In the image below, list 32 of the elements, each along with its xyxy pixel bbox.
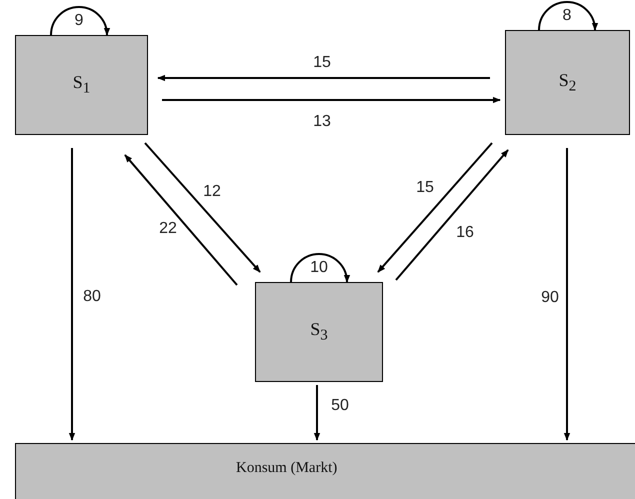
arrow bbox=[290, 253, 350, 283]
edge-label: 10 bbox=[310, 259, 328, 277]
edge-label: 22 bbox=[159, 220, 177, 238]
arrow bbox=[124, 154, 238, 286]
edge-label: 16 bbox=[456, 224, 474, 242]
arrow bbox=[68, 148, 76, 441]
arrow bbox=[314, 385, 320, 441]
edge-label: 12 bbox=[203, 183, 221, 201]
process-box bbox=[15, 443, 635, 499]
arrow bbox=[144, 142, 261, 273]
edge-label: 13 bbox=[313, 113, 331, 131]
edge-label: 90 bbox=[541, 289, 559, 307]
edge-label: 8 bbox=[562, 7, 572, 25]
edge-label: 50 bbox=[331, 397, 349, 415]
node-label: S$_{1}$ bbox=[72, 72, 90, 98]
edge-label: 15 bbox=[313, 54, 331, 72]
node-label: S$_{3}$ bbox=[310, 319, 328, 345]
node-label: S$_{2}$ bbox=[558, 70, 576, 96]
arrow bbox=[395, 149, 509, 281]
arrow bbox=[538, 1, 598, 31]
arrow bbox=[377, 142, 493, 273]
process-box bbox=[15, 35, 148, 135]
arrow bbox=[50, 6, 110, 36]
process-box bbox=[505, 30, 630, 135]
edge-label: 9 bbox=[74, 12, 84, 30]
node-label: Konsum (Markt) bbox=[236, 460, 338, 477]
arrow bbox=[564, 148, 570, 441]
arrow bbox=[157, 74, 490, 82]
edge-label: 15 bbox=[416, 179, 434, 197]
arrow bbox=[162, 96, 501, 104]
edge-label: 80 bbox=[83, 288, 101, 306]
process-box bbox=[255, 282, 383, 382]
